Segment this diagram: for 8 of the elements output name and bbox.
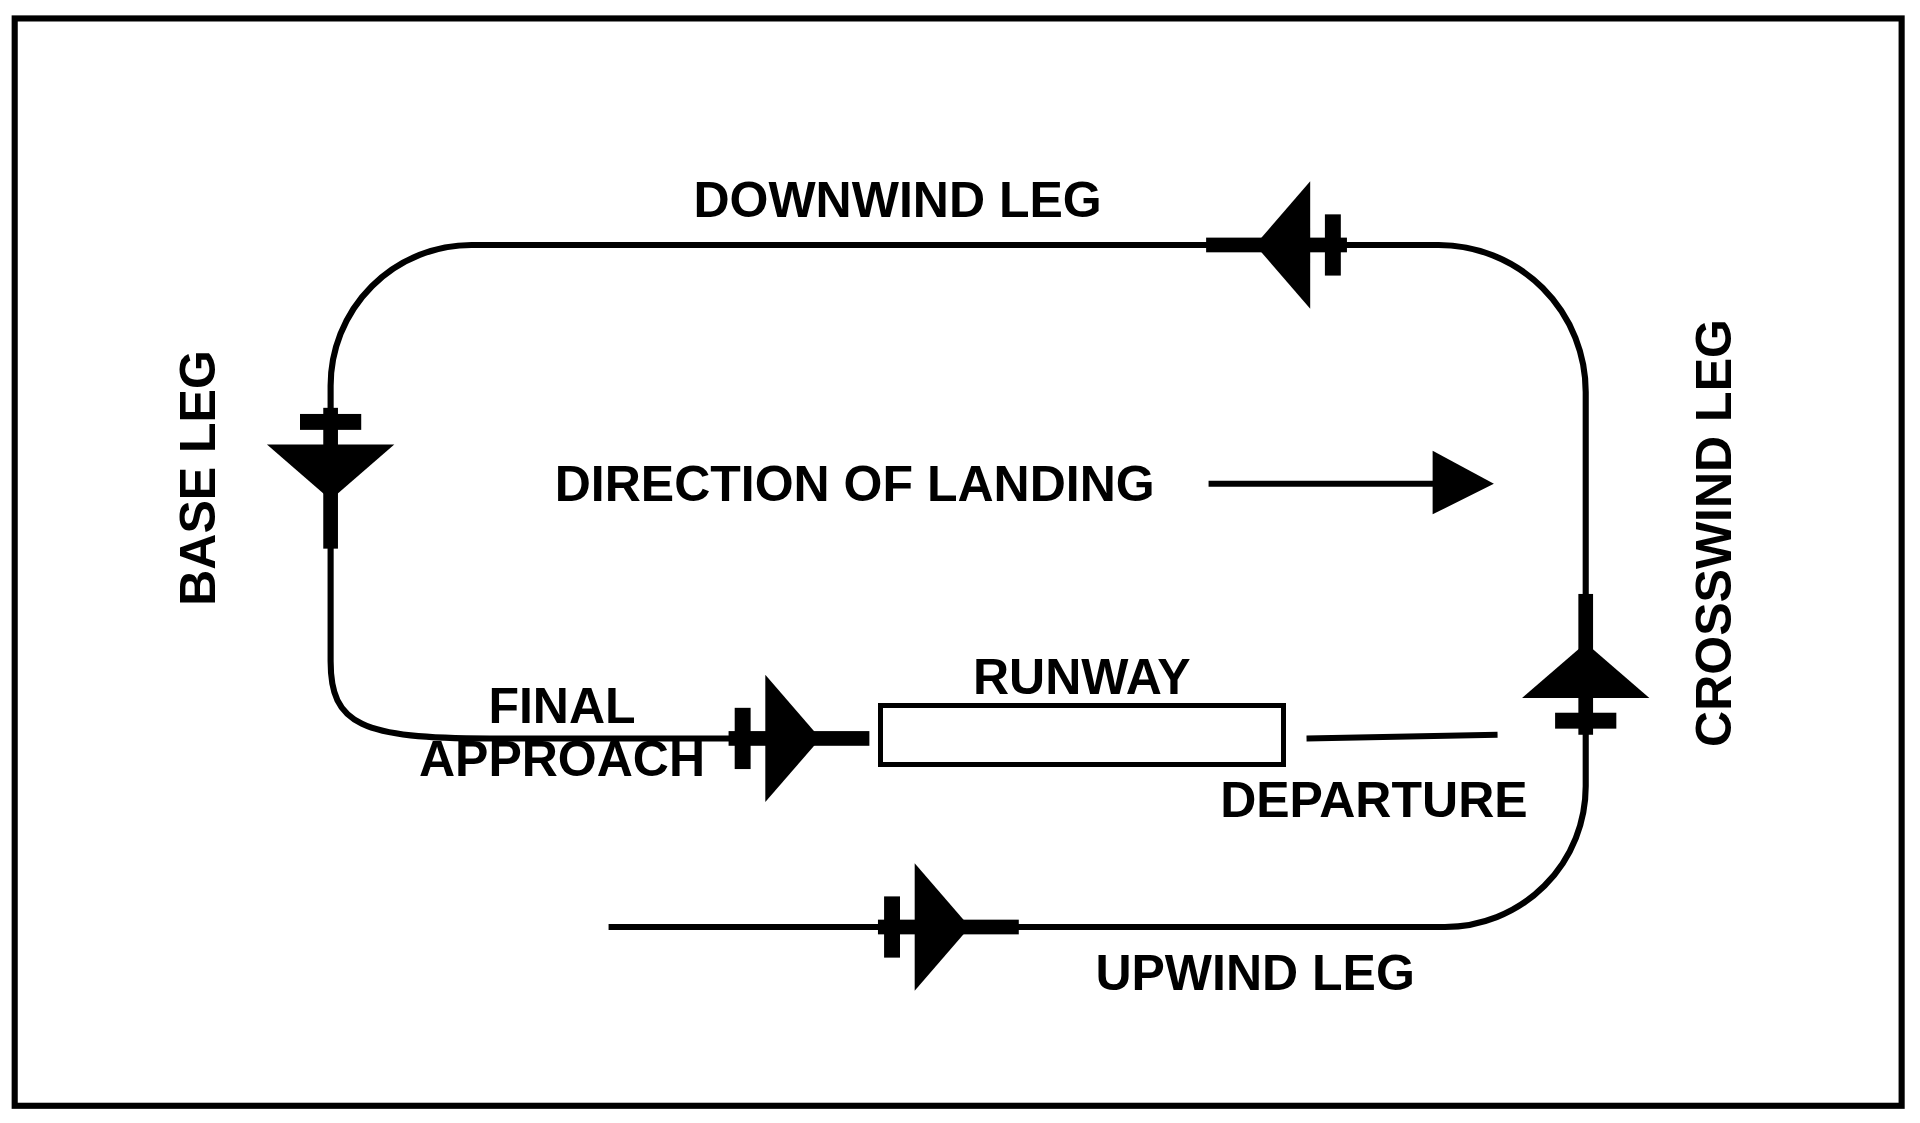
leg-label: UPWIND LEG	[1095, 947, 1415, 1000]
leg-label: CROSSWIND LEG	[1688, 318, 1741, 747]
direction-label: DIRECTION OF LANDING	[554, 457, 1155, 510]
departure-label: DEPARTURE	[1220, 773, 1528, 826]
runway-label: RUNWAY	[973, 647, 1191, 706]
leg-label: DOWNWIND LEG	[693, 173, 1102, 226]
leg-label: FINAL APPROACH	[417, 679, 707, 785]
leg-label: BASE LEG	[172, 349, 225, 606]
